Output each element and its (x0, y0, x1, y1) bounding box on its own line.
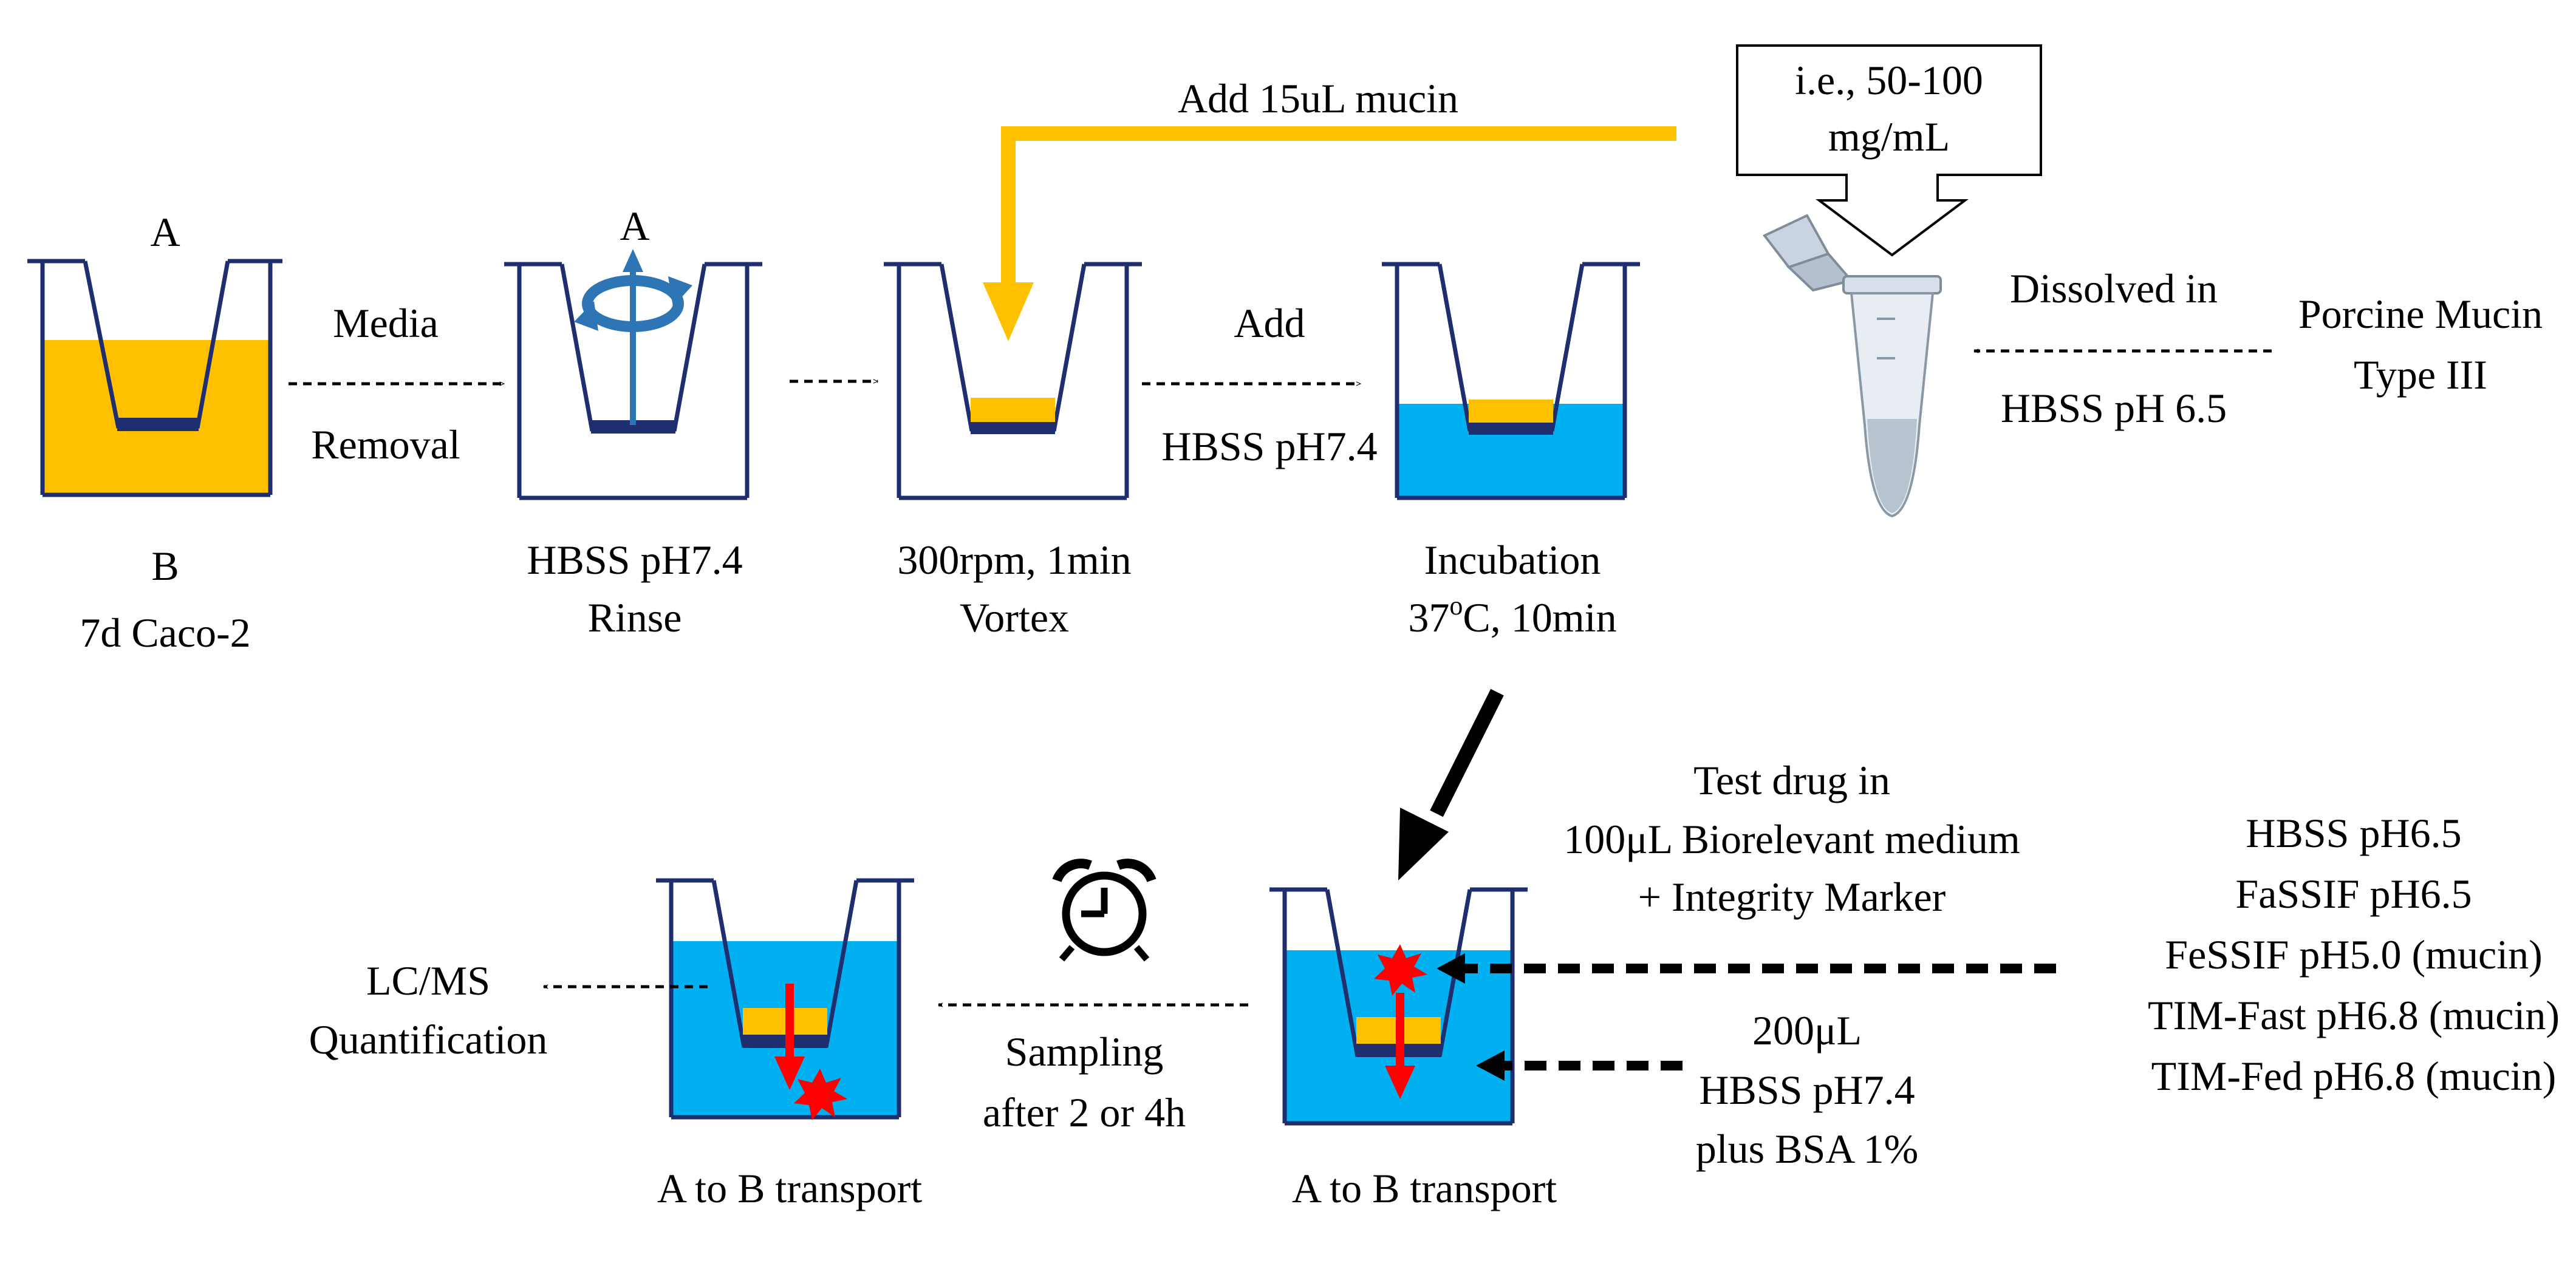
insert-left (1437, 264, 1472, 432)
insert-right (824, 880, 859, 1048)
clock-icon (1052, 859, 1156, 962)
label-add-mucin: Add 15uL mucin (1178, 75, 1458, 121)
label-test-drug-3: + Integrity Marker (1638, 874, 1946, 920)
label-mucin-type: Type III (2354, 352, 2487, 398)
media-list-item: TIM-Fed pH6.8 (mucin) (2151, 1053, 2557, 1099)
media-list-item: TIM-Fast pH6.8 (mucin) (2148, 992, 2560, 1038)
label-media: Media (333, 300, 439, 346)
label-porcine-mucin: Porcine Mucin (2298, 291, 2543, 337)
insert-right (1051, 264, 1087, 432)
label-concentration-2: mg/mL (1828, 114, 1950, 160)
label-dissolved-buffer: HBSS pH 6.5 (2001, 385, 2227, 431)
rotation-icon (574, 249, 692, 425)
mucin-layer (743, 1008, 827, 1035)
cell-monolayer (591, 420, 675, 434)
insert-right (195, 260, 230, 429)
well-rinse (504, 262, 762, 500)
label-transport-right: A to B transport (1292, 1165, 1557, 1211)
cell-monolayer (971, 422, 1055, 434)
star-burst-icon (794, 1069, 847, 1120)
label-test-drug-1: Test drug in (1693, 757, 1890, 803)
label-baso-volume: 200μL (1752, 1007, 1862, 1053)
insert-right (1549, 264, 1585, 432)
label-add-buffer: HBSS pH7.4 (1161, 423, 1377, 469)
insert-left (559, 264, 595, 432)
well-caco2 (27, 259, 282, 497)
media-list-item: FaSSIF pH6.5 (2235, 871, 2472, 917)
label-caco2: 7d Caco-2 (80, 610, 250, 656)
label-rinse: Rinse (588, 594, 682, 641)
label-add: Add (1234, 300, 1305, 346)
insert-right (672, 264, 707, 432)
drug-transport-arrow-head (774, 1057, 805, 1090)
label-transport-left: A to B transport (657, 1165, 922, 1211)
insert-left (83, 260, 121, 429)
label-sampling: Sampling (1005, 1029, 1164, 1075)
basolateral-media (43, 340, 270, 495)
arrow-add-mucin (1001, 126, 1676, 285)
label-incubation: Incubation (1424, 537, 1601, 583)
label-quantification: Quantification (309, 1016, 548, 1063)
microtube-icon (1762, 214, 1942, 518)
well-vortex (884, 262, 1142, 500)
label-rinse-buffer: HBSS pH7.4 (527, 537, 742, 583)
label-sampling-time: after 2 or 4h (983, 1089, 1186, 1135)
label-removal: Removal (311, 421, 460, 468)
label-test-drug-2: 100μL Biorelevant medium (1563, 816, 2020, 862)
arrow-add-mucin-head (983, 282, 1034, 341)
star-burst-icon (1374, 944, 1427, 996)
label-vortex: Vortex (960, 594, 1069, 641)
insert-left (1325, 889, 1360, 1057)
drug-transport-arrow-head (1385, 1066, 1415, 1099)
arrow-to-transport (1430, 689, 1504, 817)
mucin-layer (971, 398, 1055, 422)
mucin-layer (1469, 400, 1553, 423)
label-vortex-speed: 300rpm, 1min (897, 537, 1131, 583)
insert-left (711, 880, 746, 1048)
cell-monolayer (1469, 423, 1553, 435)
arrow-apical-dosing-head (1437, 953, 1465, 984)
arrow-to-transport-head (1398, 808, 1449, 880)
label-dissolved-in: Dissolved in (2010, 265, 2218, 311)
media-list-item: HBSS pH6.5 (2246, 810, 2461, 856)
arrow-basolateral-dosing-head (1476, 1050, 1505, 1081)
label-apical-1: A (150, 209, 180, 255)
well-transport-left (656, 878, 914, 1120)
well-incubation (1382, 262, 1640, 500)
label-lcms: LC/MS (366, 958, 490, 1004)
cell-monolayer (743, 1035, 827, 1048)
media-list-item: FeSSIF pH5.0 (mucin) (2165, 931, 2542, 978)
label-incubation-conditions: 37oC, 10min (1408, 591, 1616, 641)
label-concentration-1: i.e., 50-100 (1795, 57, 1983, 103)
cell-monolayer (117, 418, 199, 431)
label-basolateral-1: B (151, 543, 179, 589)
label-baso-bsa: plus BSA 1% (1696, 1126, 1919, 1172)
label-apical-2: A (620, 203, 649, 249)
label-baso-buffer: HBSS pH7.4 (1699, 1067, 1915, 1113)
insert-left (939, 264, 974, 432)
biorelevant-media-list: HBSS pH6.5 FaSSIF pH6.5 FeSSIF pH5.0 (mu… (2148, 810, 2560, 1099)
concentration-callout (1736, 44, 2042, 257)
